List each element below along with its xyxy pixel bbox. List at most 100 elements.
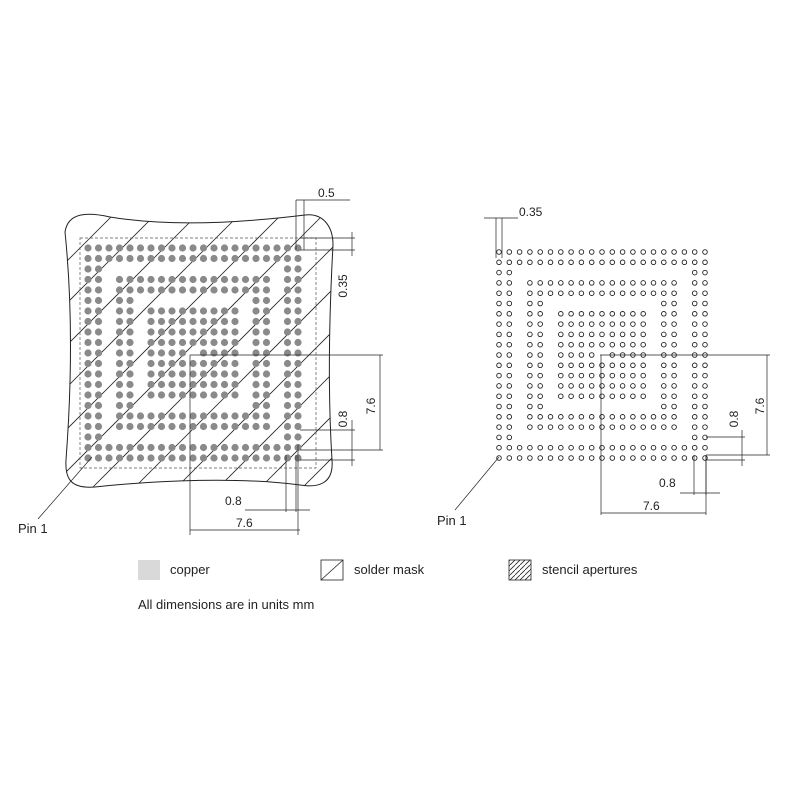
stencil-aperture xyxy=(661,444,667,451)
copper-pad xyxy=(210,275,218,284)
stencil-aperture xyxy=(650,455,657,461)
stencil-aperture xyxy=(506,372,513,379)
copper-pad xyxy=(252,401,260,410)
stencil-aperture xyxy=(578,414,585,420)
copper-pad xyxy=(94,296,103,305)
stencil-aperture xyxy=(671,280,677,286)
stencil-aperture xyxy=(578,455,585,461)
copper-pad xyxy=(147,328,155,336)
stencil-aperture xyxy=(691,259,698,266)
stencil-aperture xyxy=(599,383,605,389)
copper-pad xyxy=(136,443,145,452)
copper-pad xyxy=(199,275,208,284)
copper-pad xyxy=(178,254,187,263)
stencil-aperture xyxy=(691,280,698,286)
stencil-aperture xyxy=(506,280,513,286)
copper-pad xyxy=(126,328,134,336)
stencil-aperture xyxy=(609,321,616,327)
stencil-aperture xyxy=(702,424,708,430)
stencil-aperture xyxy=(702,455,708,461)
stencil-aperture xyxy=(588,444,595,451)
stencil-aperture xyxy=(599,321,605,327)
stencil-aperture xyxy=(599,249,605,255)
stencil-aperture xyxy=(640,414,646,420)
stencil-aperture xyxy=(547,455,554,461)
copper-pad xyxy=(262,254,271,263)
copper-pad xyxy=(252,244,260,252)
copper-pad xyxy=(84,338,92,347)
copper-pad xyxy=(231,307,239,315)
copper-pad xyxy=(115,328,124,336)
stencil-aperture xyxy=(537,290,543,296)
copper-pad xyxy=(84,454,92,462)
stencil-aperture xyxy=(661,372,667,379)
copper-pad xyxy=(126,317,134,326)
stencil-aperture xyxy=(640,331,646,338)
stencil-aperture xyxy=(661,414,667,420)
copper-pad xyxy=(94,265,103,273)
stencil-aperture xyxy=(496,311,502,317)
copper-pad xyxy=(252,338,260,347)
stencil-aperture xyxy=(578,424,585,430)
stencil-aperture xyxy=(609,362,616,369)
stencil-aperture xyxy=(588,331,595,338)
stencil-aperture xyxy=(630,259,636,266)
copper-pad xyxy=(262,412,271,420)
stencil-aperture xyxy=(599,290,605,296)
copper-pad xyxy=(283,443,292,452)
stencil-aperture xyxy=(496,434,502,441)
copper-pad xyxy=(189,412,197,420)
copper-pad xyxy=(157,244,166,252)
stencil-aperture xyxy=(506,331,513,338)
copper-pad xyxy=(157,359,166,368)
copper-pad xyxy=(220,244,229,252)
stencil-aperture xyxy=(506,393,513,399)
stencil-aperture xyxy=(547,290,554,296)
stencil-aperture xyxy=(537,455,543,461)
stencil-aperture xyxy=(496,341,502,348)
stencil-aperture xyxy=(619,444,626,451)
copper-pad xyxy=(210,380,218,389)
copper-pad xyxy=(252,443,260,452)
copper-pad xyxy=(231,286,239,294)
stencil-aperture xyxy=(650,444,657,451)
stencil-aperture xyxy=(558,280,564,286)
stencil-aperture xyxy=(558,249,564,255)
stencil-aperture xyxy=(671,321,677,327)
copper-pad xyxy=(115,349,124,357)
copper-pad xyxy=(147,443,155,452)
copper-pad xyxy=(210,286,218,294)
stencil-aperture xyxy=(568,341,574,348)
copper-pad xyxy=(262,443,271,452)
copper-pad xyxy=(147,338,155,347)
stencil-aperture xyxy=(578,280,585,286)
copper-pad xyxy=(199,244,208,252)
copper-pad xyxy=(210,338,218,347)
copper-pad xyxy=(199,317,208,326)
copper-pad xyxy=(157,391,166,399)
copper-pad xyxy=(115,412,124,420)
copper-pad xyxy=(84,244,92,252)
copper-pad xyxy=(231,244,239,252)
copper-pad xyxy=(115,275,124,284)
copper-pad xyxy=(294,338,302,347)
copper-swatch xyxy=(138,560,160,580)
stencil-aperture xyxy=(558,424,564,430)
stencil-aperture xyxy=(691,341,698,348)
stencil-aperture xyxy=(506,362,513,369)
copper-pad xyxy=(105,244,113,252)
stencil-aperture xyxy=(619,372,626,379)
stencil-aperture xyxy=(588,393,595,399)
copper-pad xyxy=(136,275,145,284)
stencil-aperture xyxy=(671,341,677,348)
stencil-aperture xyxy=(630,280,636,286)
stencil-aperture xyxy=(578,362,585,369)
stencil-aperture xyxy=(691,372,698,379)
copper-pad xyxy=(294,286,302,294)
copper-pad xyxy=(231,275,239,284)
stencil-aperture xyxy=(537,393,543,399)
stencil-aperture xyxy=(568,249,574,255)
stencil-aperture xyxy=(640,249,646,255)
copper-pad xyxy=(147,370,155,378)
stencil-aperture xyxy=(619,393,626,399)
